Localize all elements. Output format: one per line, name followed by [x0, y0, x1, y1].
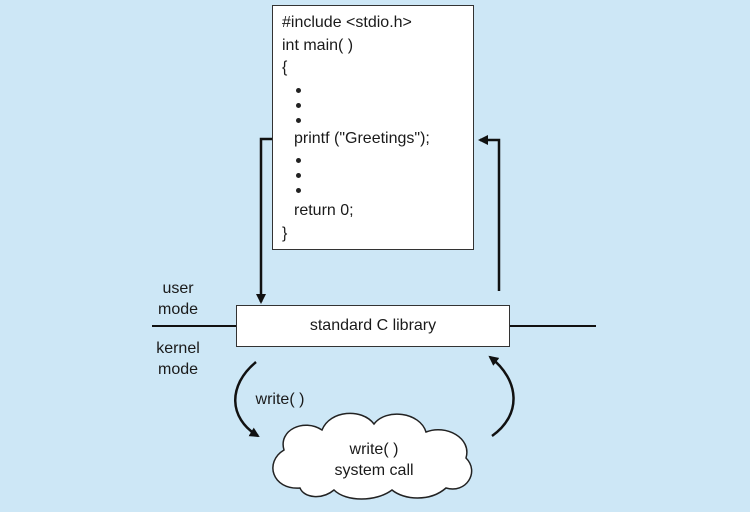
system-call-line2: system call [334, 462, 414, 479]
code-main-line: int main( ) [282, 37, 354, 54]
standard-c-library-box: standard C library [236, 305, 510, 347]
kernel-mode-label: kernel mode [146, 338, 210, 380]
write-call-label: write( ) [255, 391, 305, 408]
program-code-box: #include <stdio.h> int main( ) { printf … [272, 5, 474, 250]
user-mode-line2: mode [157, 301, 199, 318]
ellipsis-dot [296, 188, 301, 193]
code-open-brace: { [282, 59, 288, 76]
system-call-label: write( ) system call [316, 439, 432, 481]
ellipsis-dot [296, 88, 301, 93]
ellipsis-dot [296, 158, 301, 163]
write-return-curved-arrow [488, 355, 515, 438]
ellipsis-dot [296, 103, 301, 108]
library-return-arrow [478, 135, 501, 291]
ellipsis-dot [296, 173, 301, 178]
kernel-mode-line2: mode [157, 361, 199, 378]
code-return-line: return 0; [294, 202, 354, 219]
system-call-line1: write( ) [349, 441, 399, 458]
system-call-cloud [272, 412, 473, 500]
user-mode-label: user mode [148, 278, 208, 320]
code-printf-line: printf ("Greetings"); [294, 130, 430, 147]
user-mode-line1: user [162, 280, 194, 297]
code-include-line: #include <stdio.h> [282, 14, 412, 31]
standard-c-library-label: standard C library [309, 317, 437, 334]
code-close-brace: } [282, 225, 288, 242]
kernel-mode-line1: kernel [156, 340, 200, 357]
write-down-curved-arrow [234, 361, 260, 438]
ellipsis-dot [296, 118, 301, 123]
